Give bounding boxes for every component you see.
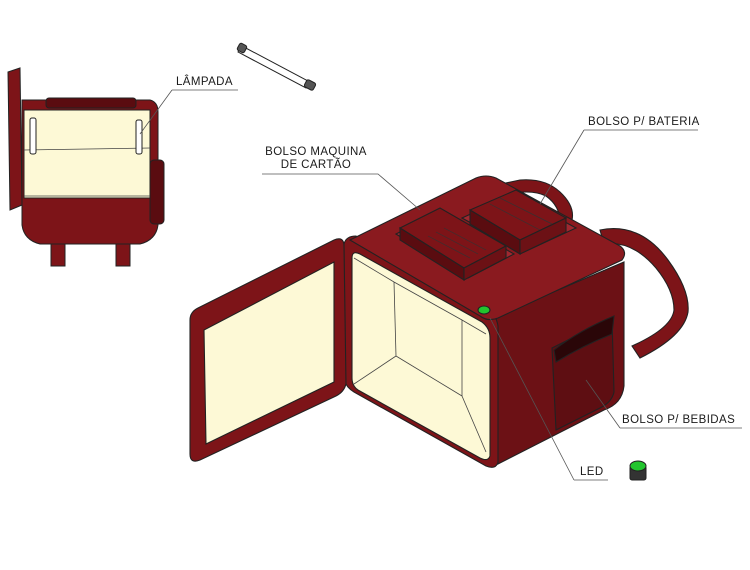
label-bolso-maquina-line1: BOLSO MAQUINA: [265, 146, 367, 158]
small-bag-interior: [23, 109, 151, 199]
battery-pocket: [460, 189, 578, 255]
led-component: [629, 460, 647, 481]
leader-lines: [262, 129, 742, 481]
bag-open-door: [189, 238, 347, 462]
small-bag-lid: [7, 67, 23, 211]
shoulder-strap: [599, 228, 689, 359]
small-bag-handle: [45, 97, 137, 109]
small-bag-view: [7, 67, 165, 267]
small-bag-lamp-right: [135, 119, 143, 155]
drinks-pocket: [551, 315, 615, 431]
leader-bolso-maquina: [262, 173, 421, 211]
label-bolso-maquina-line2: DE CARTÃO: [280, 159, 352, 171]
card-machine-pocket: [394, 207, 516, 281]
small-bag-lamp-left: [29, 117, 37, 155]
label-bolso-bateria: BOLSO P/ BATERIA: [588, 116, 700, 128]
label-lampada: LÂMPADA: [176, 76, 233, 88]
lampada-leader: [139, 89, 238, 135]
label-led: LED: [580, 466, 604, 478]
small-bag-side-pocket: [149, 159, 165, 225]
led-on-bag: [477, 305, 491, 315]
bag-interior-opening: [351, 252, 491, 461]
label-bolso-bebidas: BOLSO P/ BEBIDAS: [622, 414, 736, 426]
lamp-tube-part: [236, 42, 317, 91]
label-bolso-maquina: BOLSO MAQUINA DE CARTÃO: [258, 146, 374, 172]
main-bag: [189, 175, 689, 468]
bag-interior-back: [353, 257, 487, 335]
